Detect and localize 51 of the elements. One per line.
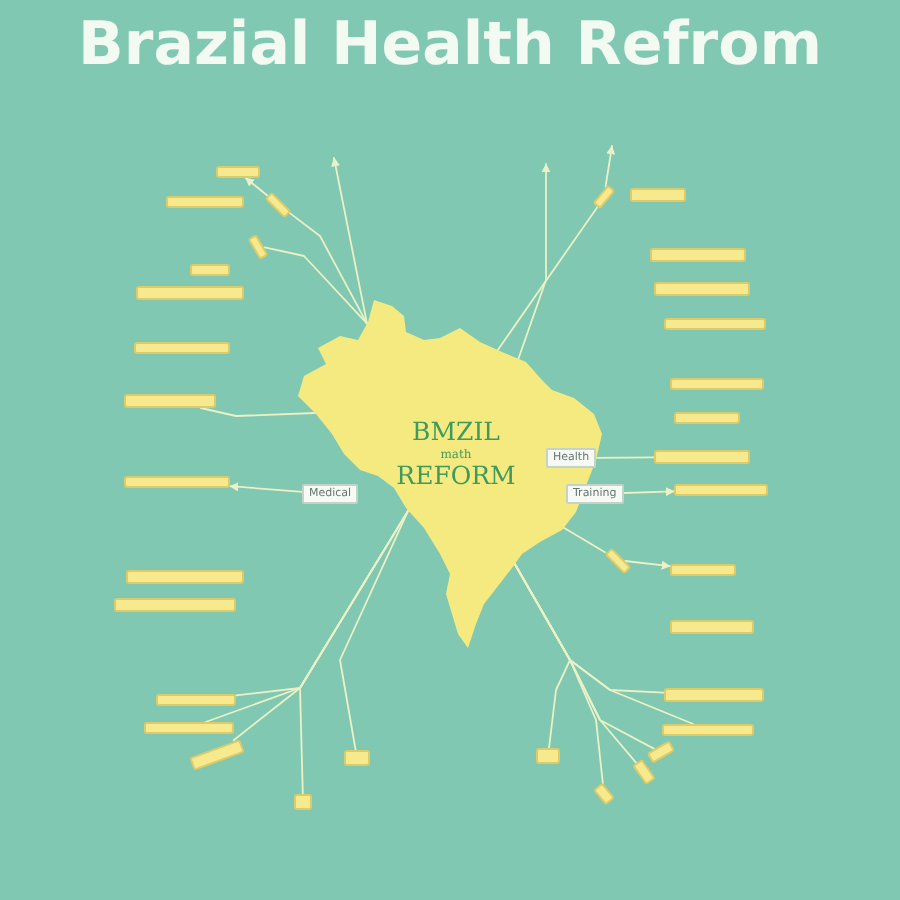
label-tag <box>670 564 736 576</box>
arrow <box>604 145 616 188</box>
label-tag <box>156 694 236 706</box>
arrow <box>331 157 368 325</box>
label-tag <box>654 282 750 296</box>
label-tag <box>190 264 230 276</box>
label-tag <box>124 476 230 488</box>
label-tag <box>294 794 312 810</box>
arrow <box>623 487 675 497</box>
label-tag <box>126 570 244 584</box>
label-tag <box>662 724 754 736</box>
label-tag <box>674 484 768 496</box>
label-tag <box>134 342 230 354</box>
connector-line <box>496 205 599 351</box>
label-tag <box>664 318 766 330</box>
label-tag <box>645 740 675 764</box>
map-heading: REFORM <box>396 463 516 489</box>
label-tag <box>136 286 244 300</box>
label-tag <box>674 412 740 424</box>
label-tag <box>344 750 370 766</box>
connector-line <box>299 509 410 795</box>
label-tag <box>603 546 631 574</box>
label-tag <box>632 758 656 786</box>
label-tag <box>670 620 754 634</box>
connector-line <box>562 526 606 554</box>
connector-line <box>595 456 655 459</box>
arrow <box>624 560 671 570</box>
connector-line <box>513 563 604 785</box>
label-tag <box>247 233 269 259</box>
label-tag <box>536 748 560 764</box>
label-tag <box>650 248 746 262</box>
label-tag <box>216 166 260 178</box>
label-tag <box>114 598 236 612</box>
label-tag <box>670 378 764 390</box>
label-tag <box>593 782 615 806</box>
connector-line <box>288 211 368 325</box>
arrow <box>229 482 303 493</box>
label-tag <box>144 722 234 734</box>
map-heading: BMZIL <box>412 419 500 445</box>
label-tag <box>654 450 750 464</box>
arrow <box>244 177 268 197</box>
title: Brazial Health Refrom <box>78 12 822 78</box>
arrow <box>517 163 551 360</box>
label-tag <box>664 688 764 702</box>
label-tag <box>630 188 686 202</box>
connector-line <box>263 246 368 325</box>
connector-line <box>199 407 316 417</box>
label-tag <box>166 196 244 208</box>
label-tag <box>592 183 616 209</box>
connector-line <box>339 509 410 751</box>
label-tag <box>124 394 216 408</box>
